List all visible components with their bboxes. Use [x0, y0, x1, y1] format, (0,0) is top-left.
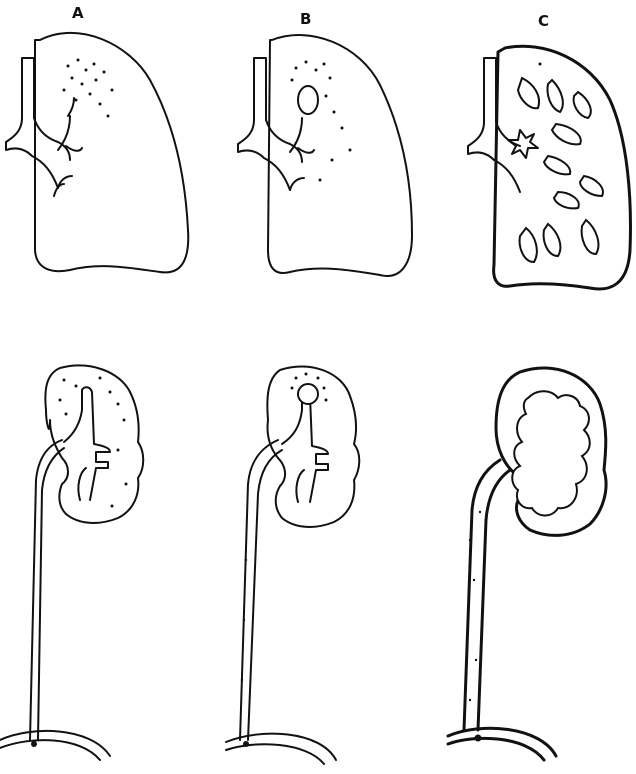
lung-b-bronchi [290, 118, 314, 190]
kidney-c-inner-cavity [512, 391, 590, 515]
kidney-b-ureter [240, 440, 282, 740]
lung-b-early-cavity [298, 86, 318, 114]
label-c: C [538, 12, 549, 30]
label-b: B [300, 10, 311, 28]
lung-a-outline [35, 33, 188, 273]
lung-c-cavities [518, 78, 603, 262]
kidney-a [0, 365, 143, 760]
kidney-b [226, 366, 359, 764]
kidney-c [448, 368, 606, 760]
kidney-c-bladder-orifice [475, 735, 482, 742]
lung-b-lesion-dots [291, 61, 352, 182]
kidney-a-pelvis [64, 387, 110, 500]
kidney-b-bladder-orifice [243, 741, 249, 747]
lung-a-bronchi [54, 98, 82, 196]
kidney-a-bladder-orifice [31, 741, 37, 747]
lung-a [6, 33, 188, 273]
lung-a-trachea [6, 58, 70, 188]
lung-c-dot [539, 63, 542, 66]
label-a: A [72, 4, 84, 22]
lung-c-trachea [468, 58, 520, 192]
kidney-b-early-cavity [298, 384, 318, 404]
kidney-c-ureter [464, 460, 510, 730]
kidney-c-bladder [448, 728, 556, 760]
lung-c [468, 46, 630, 289]
kidney-b-pelvis [282, 396, 328, 502]
kidney-a-bladder [0, 731, 110, 760]
lung-a-lesion-dots [63, 59, 114, 118]
lung-b [238, 35, 412, 276]
kidney-a-ureter [30, 440, 64, 740]
lung-b-outline [268, 35, 412, 276]
lung-c-bronchial-star [508, 130, 538, 158]
kidney-b-bladder [226, 734, 336, 764]
